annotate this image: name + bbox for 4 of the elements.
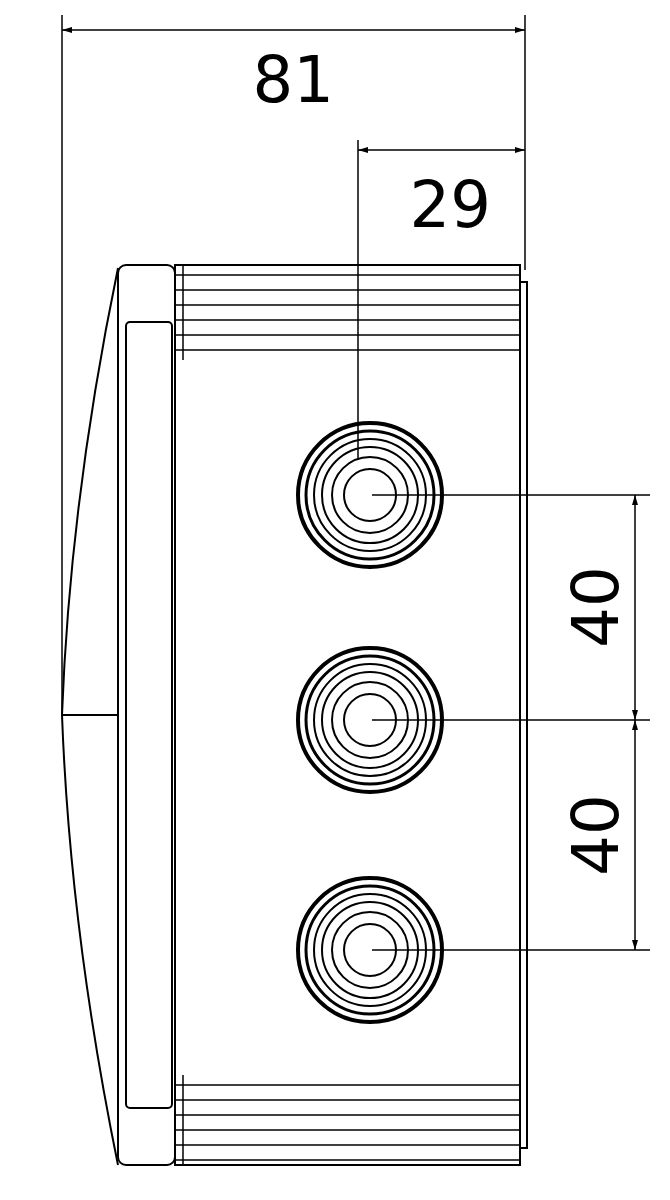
- dimension-value: 40: [563, 794, 628, 876]
- dimension-value: 81: [252, 48, 334, 112]
- dimension-value: 29: [409, 173, 491, 237]
- dimension-value: 40: [563, 566, 628, 648]
